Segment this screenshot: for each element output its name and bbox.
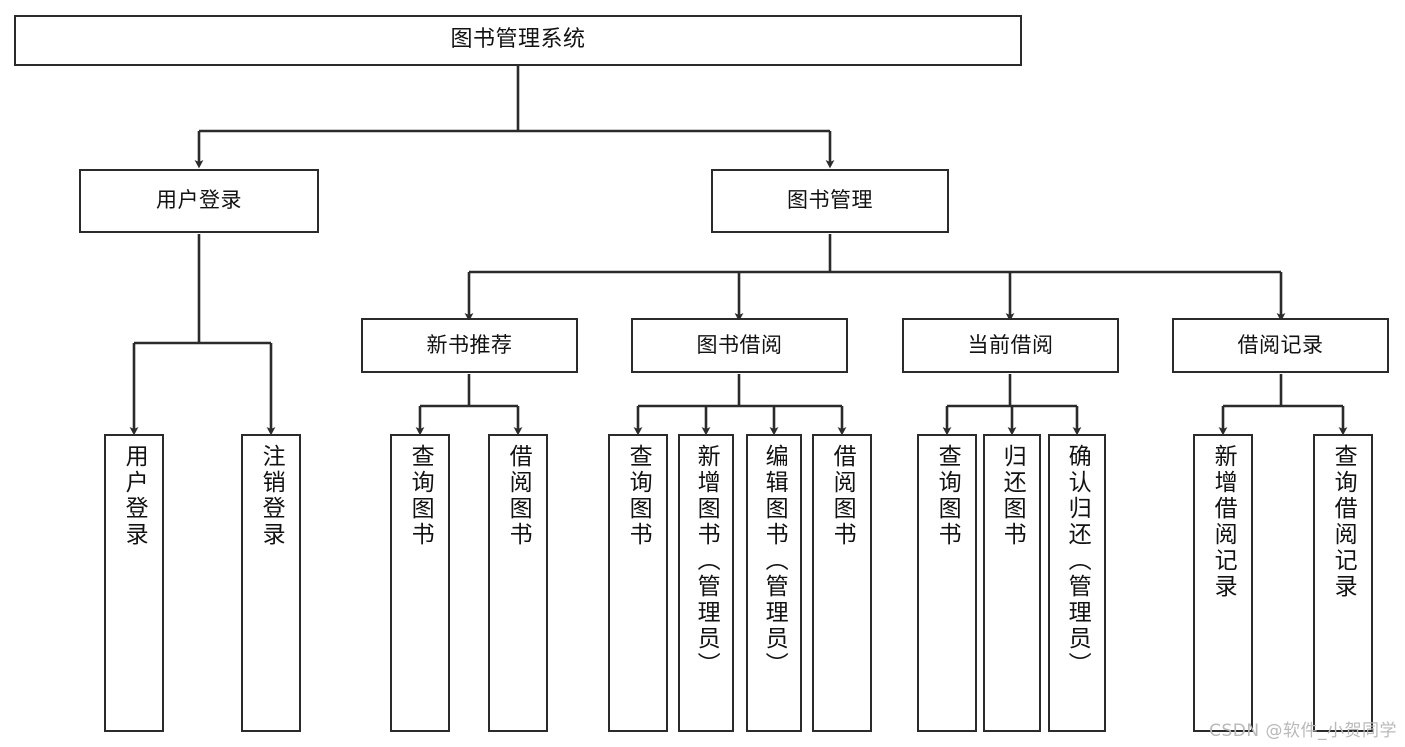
node-current-borrow[interactable]: 当前借阅 [902,318,1119,373]
node-label: 查询图书 [934,444,961,548]
leaf-current-query-book[interactable]: 查询图书 [917,434,977,732]
leaf-recommend-borrow-book[interactable]: 借阅图书 [488,434,548,732]
leaf-borrow-add-book-admin[interactable]: 新增图书（管理员） [678,434,734,732]
node-label: 借阅图书 [829,444,856,548]
node-label: 当前借阅 [967,332,1054,357]
node-label: 借阅图书 [505,444,532,548]
node-book-management[interactable]: 图书管理 [711,169,949,233]
leaf-recommend-query-book[interactable]: 查询图书 [390,434,450,732]
node-label: 图书借阅 [696,332,783,357]
leaf-borrow-borrow-book[interactable]: 借阅图书 [812,434,872,732]
node-label: 注销登录 [258,444,285,548]
node-new-book-recommend[interactable]: 新书推荐 [361,318,578,373]
leaf-current-return-book[interactable]: 归还图书 [983,434,1041,732]
leaf-current-confirm-return-admin[interactable]: 确认归还（管理员） [1048,434,1106,732]
node-label: 查询图书 [625,444,652,548]
node-label: 归还图书 [999,444,1026,548]
node-label: 查询借阅记录 [1330,444,1357,600]
node-borrow-record[interactable]: 借阅记录 [1172,318,1389,373]
node-label: 用户登录 [121,444,148,548]
node-label: 借阅记录 [1237,332,1324,357]
node-user-login[interactable]: 用户登录 [79,169,319,233]
leaf-user-login-signout[interactable]: 注销登录 [241,434,301,732]
node-book-borrow[interactable]: 图书借阅 [631,318,848,373]
leaf-record-add-borrow-record[interactable]: 新增借阅记录 [1193,434,1253,732]
leaf-borrow-query-book[interactable]: 查询图书 [608,434,668,732]
node-label: 确认归还（管理员） [1064,444,1091,678]
node-label: 新增图书（管理员） [693,444,720,678]
csdn-watermark: CSDN @软件_小贺同学 [1209,721,1397,741]
node-label: 用户登录 [156,188,242,213]
node-label: 新书推荐 [426,332,513,357]
node-label: 图书管理 [787,188,873,213]
node-label: 图书管理系统 [450,27,586,53]
node-label: 编辑图书（管理员） [761,444,788,678]
leaf-user-login-signin[interactable]: 用户登录 [104,434,164,732]
node-root-book-management-system[interactable]: 图书管理系统 [14,15,1022,66]
leaf-record-query-borrow-record[interactable]: 查询借阅记录 [1313,434,1373,732]
node-label: 查询图书 [407,444,434,548]
node-label: 新增借阅记录 [1210,444,1237,600]
leaf-borrow-edit-book-admin[interactable]: 编辑图书（管理员） [746,434,802,732]
